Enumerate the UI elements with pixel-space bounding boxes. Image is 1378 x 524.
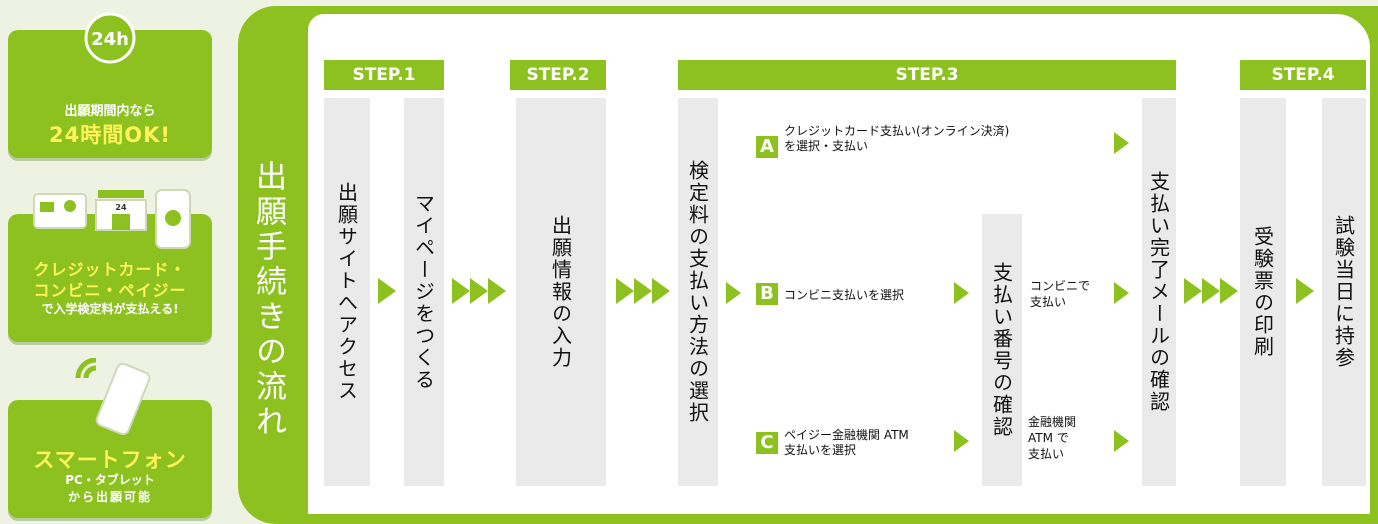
arrow-right-icon [470, 278, 488, 304]
arrow-right-icon [954, 282, 969, 304]
note-bank-line3: 支払い [1028, 447, 1065, 461]
svg-text:24h: 24h [91, 29, 129, 50]
badge-payment-line1: クレジットカード・ [33, 260, 187, 279]
arrow-right-icon [1220, 278, 1238, 304]
option-a-text: クレジットカード支払い(オンライン決済) を選択・支払い [784, 124, 1104, 154]
arrow-right-icon [954, 430, 969, 452]
arrow-right-icon [1296, 278, 1314, 304]
box-print-ticket: 受験票の印刷 [1240, 98, 1286, 486]
badge-smartphone-line2: PC・タブレット [65, 473, 155, 487]
box-enter-info-text: 出願情報の入力 [548, 215, 573, 369]
badge-24-hours: 24h 出願期間内なら 24時間OK! [8, 12, 212, 158]
box-select-method: 検定料の支払い方法の選択 [678, 98, 718, 486]
note-bank-atm: 金融機関 ATM で 支払い [1028, 414, 1076, 462]
note-convenience-line2: 支払い [1030, 295, 1067, 309]
box-enter-info: 出願情報の入力 [516, 98, 606, 486]
arrow-right-icon [1202, 278, 1220, 304]
option-c-line2: 支払いを選択 [784, 443, 857, 457]
arrow-right-icon [378, 278, 396, 304]
option-c-text: ペイジー金融機関 ATM 支払いを選択 [784, 428, 954, 458]
arrow-right-icon [1114, 282, 1129, 304]
box-payment-number-text: 支払い番号の確認 [989, 262, 1014, 438]
option-b-text: コンビニ支払いを選択 [784, 288, 905, 302]
box-payment-number: 支払い番号の確認 [982, 214, 1022, 486]
badge-smartphone-line1: スマートフォン [33, 448, 187, 472]
option-a-line1: クレジットカード支払い(オンライン決済) [784, 124, 1010, 138]
note-bank-line1: 金融機関 [1028, 415, 1077, 429]
flow-content [306, 12, 1372, 516]
box-bring-on-exam-day-text: 試験当日に持参 [1331, 215, 1356, 369]
arrow-right-icon [652, 278, 670, 304]
box-site-access: 出願サイトへアクセス [324, 98, 370, 486]
arrow-right-icon [726, 282, 741, 304]
badge-payment-line2: コンビニ・ペイジー [33, 281, 187, 300]
option-a-label: A [756, 136, 778, 158]
box-print-ticket-text: 受験票の印刷 [1250, 226, 1275, 358]
page-title: 出願手続きの流れ [250, 160, 286, 440]
option-c-line1: ペイジー金融機関 ATM [784, 428, 909, 442]
box-select-method-text: 検定料の支払い方法の選択 [685, 160, 710, 424]
step-3-label: STEP.3 [678, 60, 1176, 90]
option-a-line2: を選択・支払い [784, 139, 869, 153]
box-bring-on-exam-day: 試験当日に持参 [1322, 98, 1366, 486]
box-create-mypage: マイページをつくる [404, 98, 444, 486]
note-bank-line2: ATM で [1028, 431, 1069, 445]
clock-24h-icon: 24h [84, 12, 136, 64]
badge-payment: 24 クレジットカード・ コンビニ・ペイジー で入学検定料が支払える! [8, 189, 212, 342]
box-create-mypage-text: マイページをつくる [411, 193, 436, 391]
badge-24-line1: 出願期間内なら [64, 104, 156, 119]
step-2-label: STEP.2 [510, 60, 606, 90]
badge-payment-line3: で入学検定料が支払える! [41, 302, 179, 316]
arrow-right-icon [1184, 278, 1202, 304]
payment-methods-icon: 24 [33, 189, 191, 249]
smartphone-icon [75, 358, 151, 436]
note-convenience-line1: コンビニで [1030, 279, 1091, 293]
arrow-right-icon [1114, 132, 1129, 154]
box-confirm-mail-text: 支払い完了メールの確認 [1146, 171, 1171, 413]
option-b-label: B [756, 283, 778, 305]
option-c-label: C [756, 432, 778, 454]
badge-smartphone-line3: から出願可能 [67, 490, 152, 504]
step-4-label: STEP.4 [1240, 60, 1366, 90]
badge-24-line2: 24時間OK! [49, 123, 171, 147]
arrow-right-icon [1114, 430, 1129, 452]
note-convenience-store: コンビニで 支払い [1030, 278, 1090, 310]
arrow-right-icon [488, 278, 506, 304]
arrow-right-icon [634, 278, 652, 304]
box-site-access-text: 出願サイトへアクセス [334, 182, 359, 402]
svg-text:24: 24 [115, 203, 127, 212]
arrow-right-icon [616, 278, 634, 304]
box-confirm-mail: 支払い完了メールの確認 [1142, 98, 1176, 486]
arrow-right-icon [452, 278, 470, 304]
badge-smartphone: スマートフォン PC・タブレット から出願可能 [8, 358, 212, 518]
step-1-label: STEP.1 [324, 60, 444, 90]
